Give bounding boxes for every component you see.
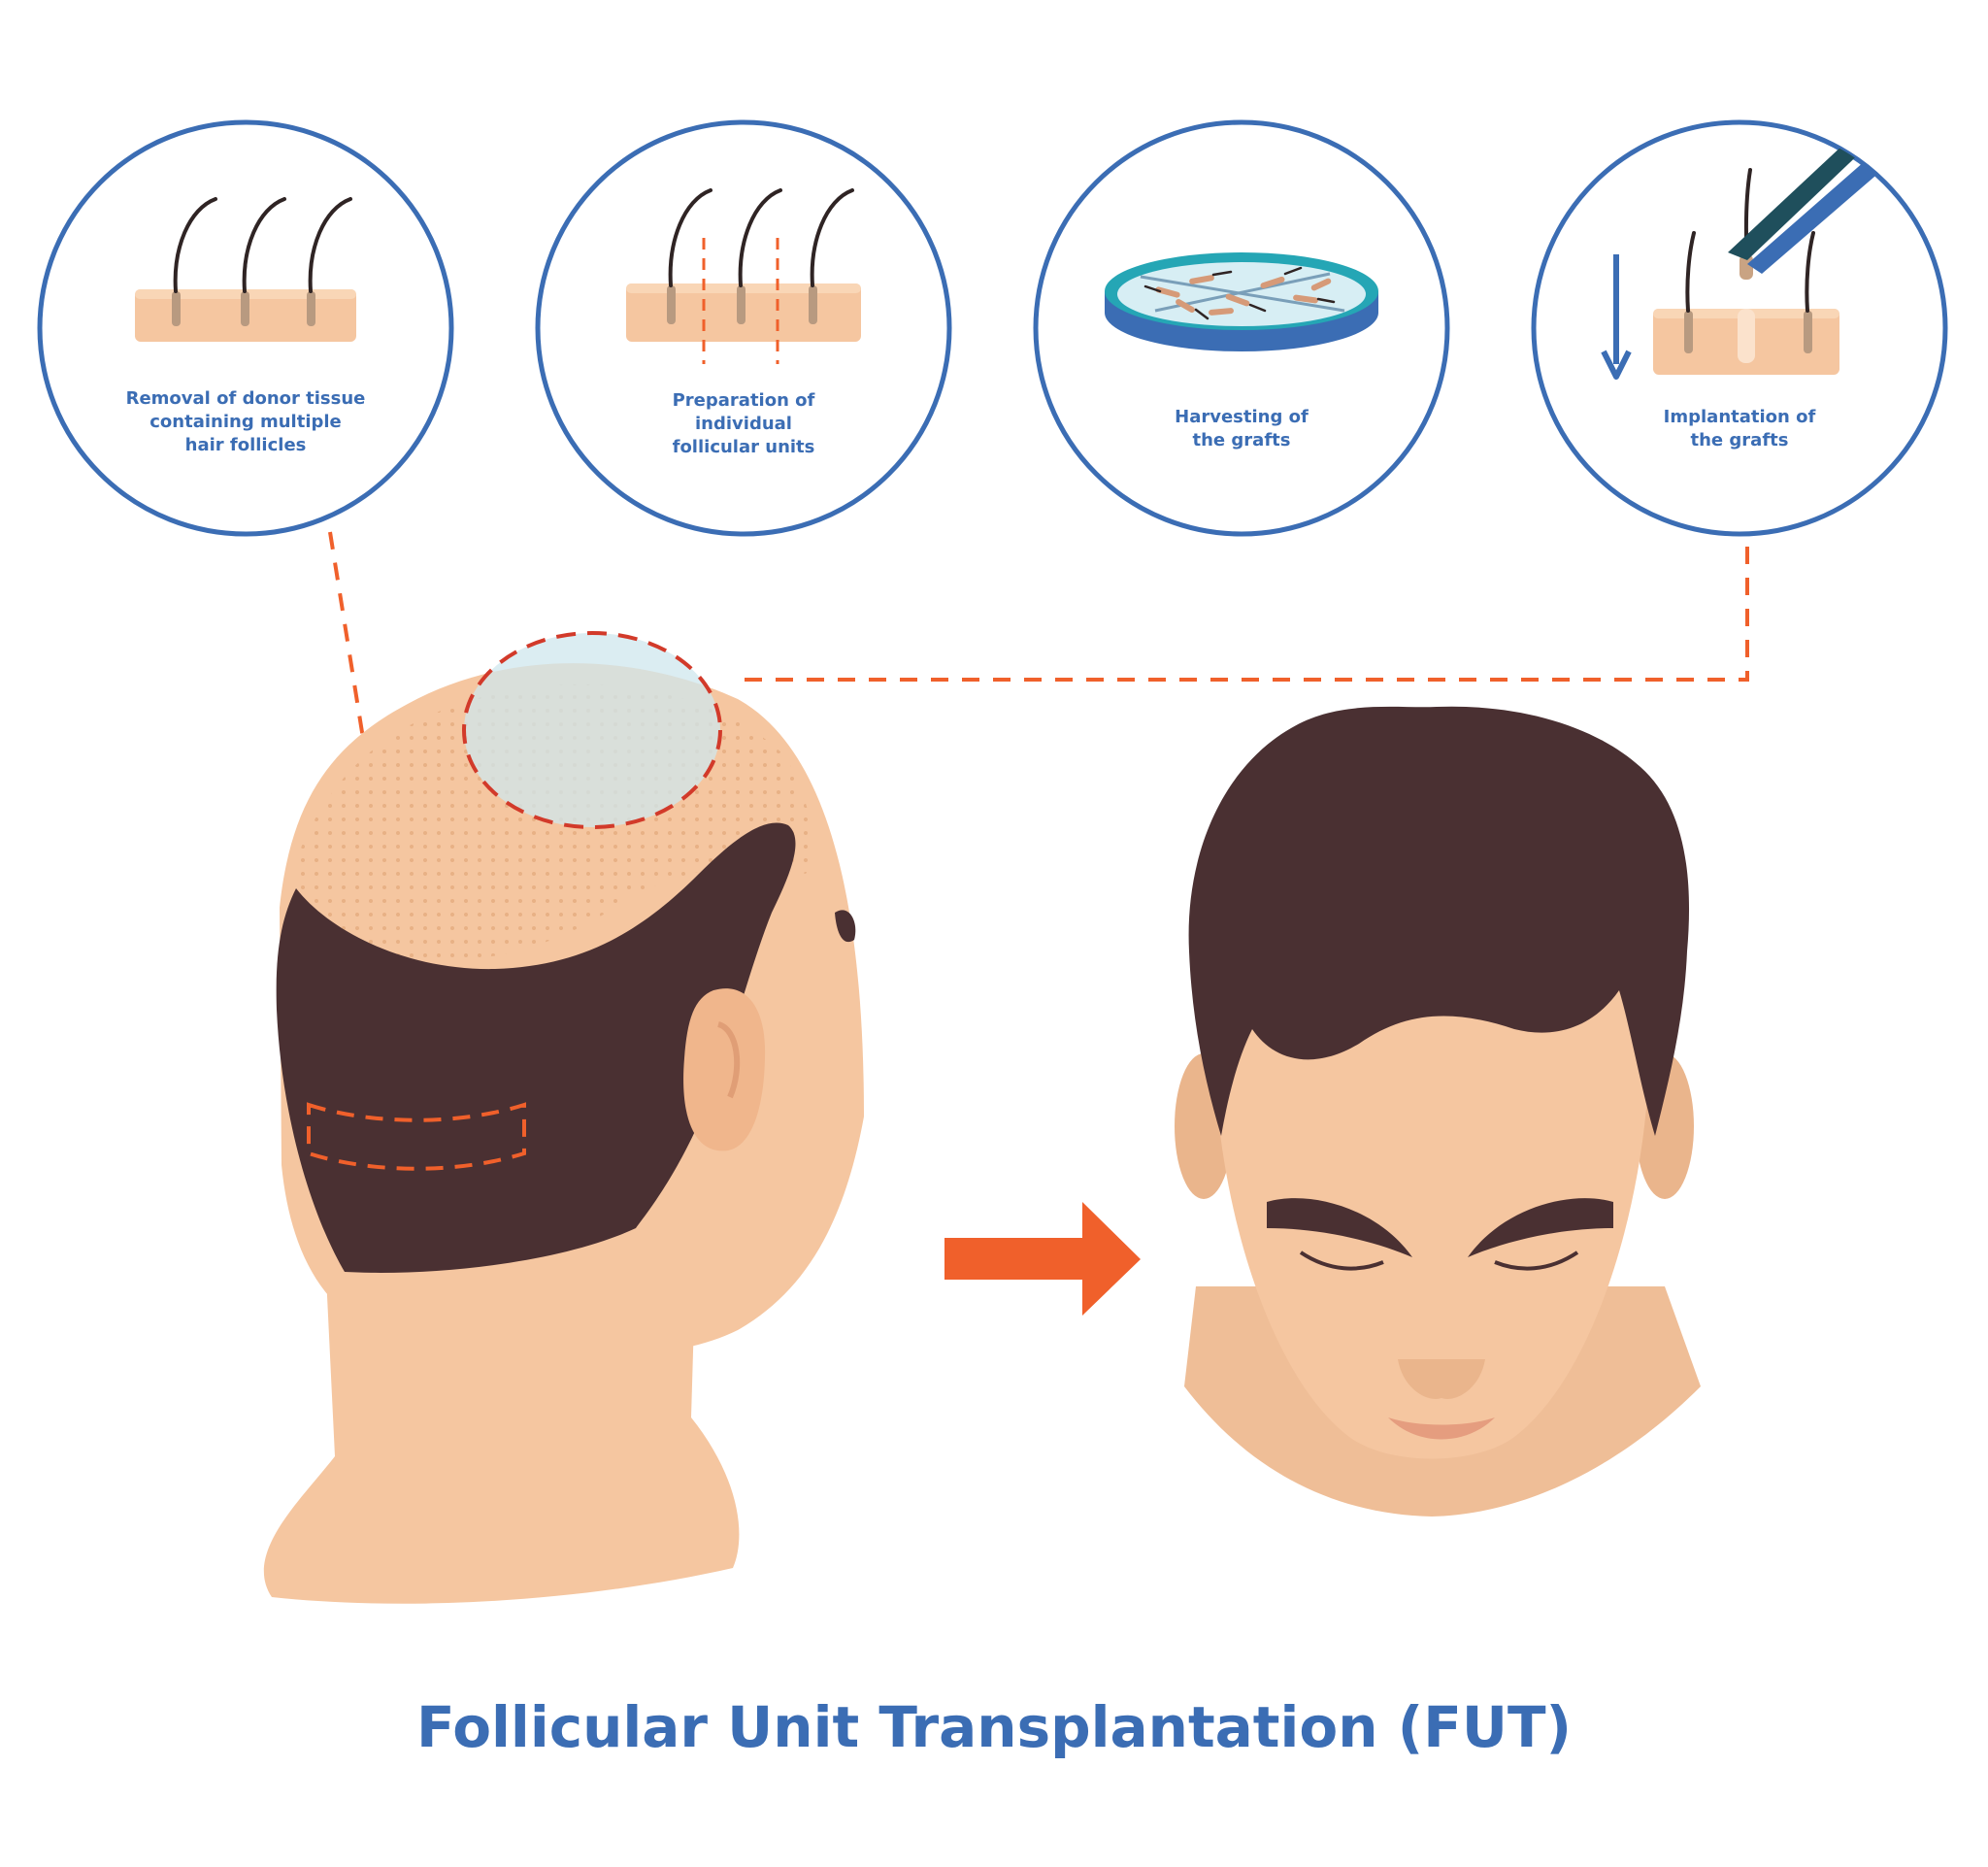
step-1-label: Removal of donor tissue containing multi… xyxy=(125,388,366,455)
step-3-harvesting-circle xyxy=(1033,119,1450,537)
petri-dish-icon xyxy=(1105,252,1378,351)
head-back-view xyxy=(263,631,864,1604)
step-1-removal-circle xyxy=(37,119,454,537)
skin-strip-with-hairs-icon xyxy=(135,197,356,342)
right-eyebrow xyxy=(1468,1198,1613,1257)
page-title: Follicular Unit Transplantation (FUT) xyxy=(415,1694,1573,1760)
full-hair xyxy=(1188,706,1690,1136)
down-arrow-icon xyxy=(1601,254,1632,380)
step-2-preparation-circle xyxy=(535,119,952,537)
result-arrow-icon xyxy=(944,1202,1141,1316)
remaining-hair xyxy=(276,822,796,1273)
ear xyxy=(683,988,766,1151)
connector-step4-to-crown xyxy=(733,547,1749,682)
step-3-label: Harvesting of the grafts xyxy=(1175,407,1309,450)
step-4-label: Implantation of the grafts xyxy=(1663,407,1816,450)
skin-strip-cut-icon xyxy=(626,188,861,364)
step-4-implantation-circle xyxy=(1531,119,1948,537)
recipient-area xyxy=(464,633,720,827)
donor-strip xyxy=(307,1102,526,1171)
step-2-label: Preparation of individual follicular uni… xyxy=(672,390,815,457)
left-eyebrow xyxy=(1267,1198,1412,1257)
head-front-view xyxy=(1175,706,1701,1517)
